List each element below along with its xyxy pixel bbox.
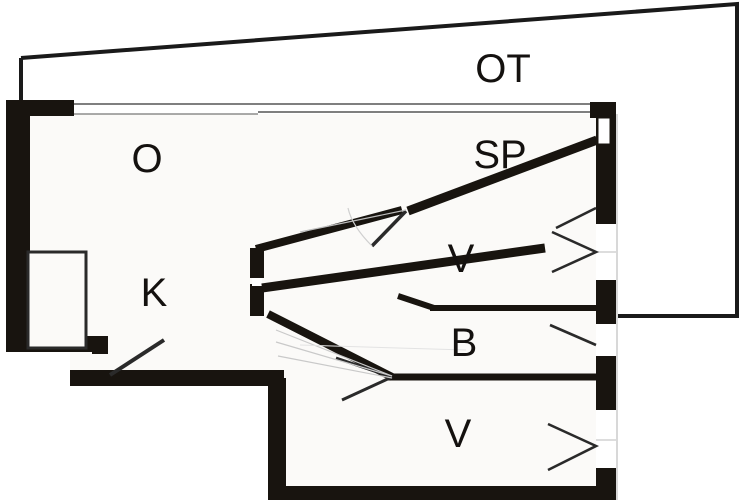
interior-walls-group — [250, 135, 599, 381]
door-bathroom-leaf-2 — [341, 375, 393, 402]
right-wall-segment-2 — [596, 280, 616, 324]
door-hallway-thin-1 — [299, 209, 407, 233]
door-bathroom-thin-4 — [299, 344, 467, 351]
room-label-o: O — [131, 137, 162, 181]
left-exterior-wall — [6, 100, 30, 350]
central-vertical-wall — [268, 378, 286, 500]
door-kitchen-leaf — [108, 338, 166, 377]
right-wall-group — [596, 114, 618, 500]
window-marker-top — [555, 206, 597, 230]
partition-jamb-lower — [250, 284, 264, 316]
doors-group — [108, 207, 467, 402]
bottom-exterior-wall — [268, 486, 616, 500]
outer-walls-group — [6, 100, 616, 500]
right-wall-window-notch-1 — [597, 117, 611, 145]
partition-jamb-upper — [250, 248, 264, 278]
room-label-b: B — [451, 321, 478, 365]
door-bathroom-thin-2 — [275, 341, 393, 377]
right-wall-window-3 — [596, 410, 616, 468]
door-bathroom-thin-3 — [277, 355, 393, 379]
room-label-v-lower: V — [445, 412, 472, 456]
diagonal-wall-sp — [406, 135, 599, 216]
diagonal-wall-v — [261, 243, 546, 293]
room-label-v-upper: V — [448, 237, 475, 281]
window-marker-upper — [551, 230, 600, 274]
door-hallway-arc — [347, 207, 373, 247]
terrace-outline — [20, 1, 739, 318]
closet-group — [26, 250, 88, 350]
right-wall-segment-4 — [596, 468, 616, 500]
window-marker-lower — [547, 422, 600, 472]
room-labels-group: OT O SP V K B V — [131, 47, 530, 456]
right-wall-segment-3 — [596, 356, 616, 410]
window-markers-group — [547, 206, 600, 472]
closet-outline — [26, 250, 88, 350]
right-wall-window-2 — [596, 324, 616, 356]
door-bathroom-thin-1 — [275, 329, 393, 377]
room-label-k: K — [141, 271, 168, 315]
top-left-wall-nub — [6, 100, 74, 116]
floor-fill — [20, 106, 612, 497]
window-band-top — [70, 102, 594, 115]
bottom-left-lower-wall — [70, 370, 284, 386]
bottom-left-door-jamb — [92, 336, 108, 354]
window-top-opening — [70, 102, 594, 114]
door-hallway-leaf — [370, 209, 408, 248]
partition-jamb-gap — [252, 278, 262, 286]
room-label-ot: OT — [475, 47, 531, 91]
room-label-sp: SP — [473, 133, 526, 177]
partition-wall-upper-v-taper — [397, 293, 435, 311]
window-marker-bathroom — [549, 323, 597, 347]
diagonal-wall-upper — [254, 206, 404, 253]
